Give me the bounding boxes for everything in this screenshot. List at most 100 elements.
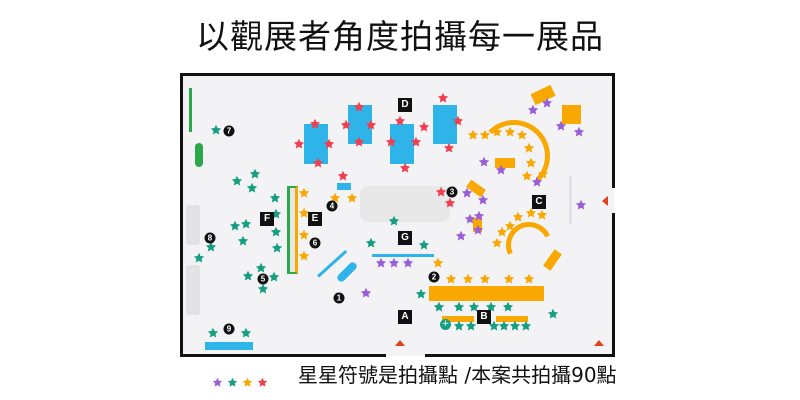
star-icon — [573, 126, 585, 138]
star-icon — [509, 320, 521, 332]
star-icon — [433, 301, 445, 313]
star-icon — [268, 271, 280, 283]
star-icon — [504, 220, 516, 232]
star-icon — [385, 136, 397, 148]
star-icon — [365, 237, 377, 249]
star-icon — [443, 142, 455, 154]
star-icon — [394, 115, 406, 127]
number-marker: 3 — [446, 186, 458, 198]
star-icon — [346, 192, 358, 204]
star-icon — [502, 301, 514, 313]
zone-label: B — [477, 310, 491, 324]
number-marker: 4 — [326, 200, 338, 212]
star-icon — [491, 126, 503, 138]
seating-area — [360, 186, 450, 222]
number-marker: 6 — [309, 237, 321, 249]
number-marker: 1 — [333, 292, 345, 304]
orange-small-bar — [442, 316, 474, 322]
star-icon — [525, 157, 537, 169]
star-icon — [298, 250, 310, 262]
star-icon — [365, 119, 377, 131]
orange-arc — [478, 120, 550, 192]
star-icon — [523, 142, 535, 154]
star-icon — [257, 283, 269, 295]
star-icon — [193, 252, 205, 264]
wall-left — [180, 73, 183, 357]
number-marker: 2 — [428, 271, 440, 283]
orange-small-bar — [496, 316, 528, 322]
star-icon — [246, 182, 258, 194]
legend-star-icon — [257, 373, 268, 387]
star-icon — [388, 215, 400, 227]
star-icon — [323, 138, 335, 150]
legend-star-icon — [212, 373, 223, 387]
star-icon — [479, 273, 491, 285]
star-icon — [205, 241, 217, 253]
star-icon — [485, 301, 497, 313]
star-icon — [455, 230, 467, 242]
star-icon — [537, 168, 549, 180]
star-icon — [388, 257, 400, 269]
star-icon — [575, 199, 587, 211]
star-icon — [465, 320, 477, 332]
legend-star-icon — [242, 373, 253, 387]
zone-label: E — [308, 212, 322, 226]
star-icon — [479, 129, 491, 141]
star-icon — [270, 226, 282, 238]
bench — [186, 265, 200, 315]
wall-bottom-right — [425, 354, 615, 357]
star-icon — [415, 288, 427, 300]
star-icon — [210, 124, 222, 136]
star-icon — [240, 218, 252, 230]
star-icon — [360, 287, 372, 299]
star-icon — [496, 226, 508, 238]
star-icon — [541, 97, 553, 109]
entrance-marker — [594, 340, 604, 346]
orange-display-bar — [429, 286, 544, 301]
star-icon — [472, 224, 484, 236]
star-icon — [452, 115, 464, 127]
legend-stars — [212, 373, 268, 387]
legend-star-icon — [227, 373, 238, 387]
star-icon — [453, 301, 465, 313]
star-icon — [242, 270, 254, 282]
star-icon — [353, 136, 365, 148]
star-icon — [340, 119, 352, 131]
exhibit-case — [304, 124, 328, 164]
teal-circle-marker: + — [440, 319, 451, 330]
star-icon — [418, 239, 430, 251]
number-marker: 5 — [257, 273, 269, 285]
star-icon — [237, 235, 249, 247]
blue-bench — [205, 342, 253, 350]
star-icon — [547, 308, 559, 320]
star-icon — [269, 192, 281, 204]
star-icon — [477, 194, 489, 206]
star-icon — [207, 327, 219, 339]
star-icon — [402, 257, 414, 269]
green-wall-panel — [189, 88, 192, 132]
wall-top — [180, 73, 615, 76]
star-icon — [464, 213, 476, 225]
exhibit-case — [433, 105, 457, 144]
star-icon — [453, 320, 465, 332]
orange-block — [495, 158, 515, 168]
star-icon — [231, 175, 243, 187]
star-icon — [521, 170, 533, 182]
zone-label: D — [398, 98, 412, 112]
orange-panel — [287, 186, 298, 274]
star-icon — [512, 211, 524, 223]
page-title: 以觀展者角度拍攝每一展品 — [196, 17, 604, 56]
number-marker: 9 — [223, 323, 235, 335]
star-icon — [523, 273, 535, 285]
zone-label: F — [260, 212, 274, 226]
star-icon — [435, 186, 447, 198]
star-icon — [444, 197, 456, 209]
orange-block — [562, 105, 581, 124]
star-icon — [503, 273, 515, 285]
star-icon — [293, 138, 305, 150]
star-icon — [491, 237, 503, 249]
wall-right-upper — [612, 73, 615, 188]
number-marker: 8 — [204, 232, 216, 244]
star-icon — [271, 242, 283, 254]
star-icon — [229, 220, 241, 232]
